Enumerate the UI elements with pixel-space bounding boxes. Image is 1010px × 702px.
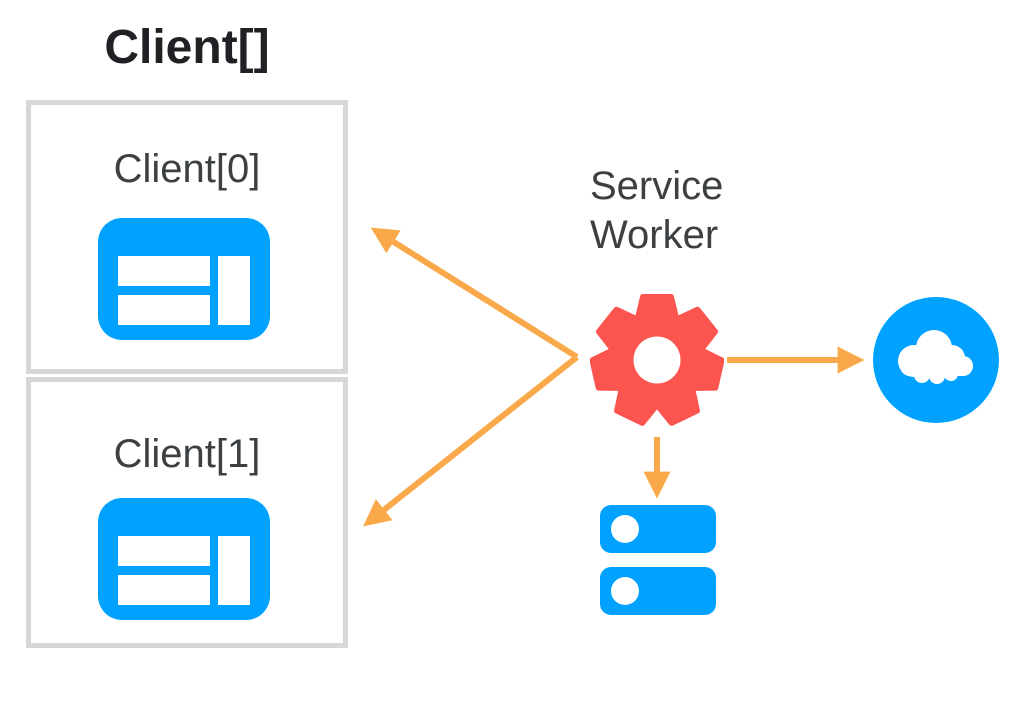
browser-window-icon	[98, 498, 270, 620]
service-worker-label: Service Worker	[590, 164, 724, 257]
client-0-box: Client[0]	[26, 100, 348, 374]
client-0-label: Client[0]	[113, 147, 261, 191]
database-icon	[600, 505, 716, 615]
browser-window-icon	[98, 218, 270, 340]
clients-array-title: Client[]	[104, 21, 270, 74]
arrow-sw-to-client1	[363, 354, 579, 527]
client-1-label: Client[1]	[113, 432, 261, 476]
client-1-box: Client[1]	[26, 377, 348, 648]
gear-icon	[590, 294, 724, 426]
cloud-icon	[873, 297, 999, 423]
arrow-sw-to-client0	[370, 227, 579, 360]
